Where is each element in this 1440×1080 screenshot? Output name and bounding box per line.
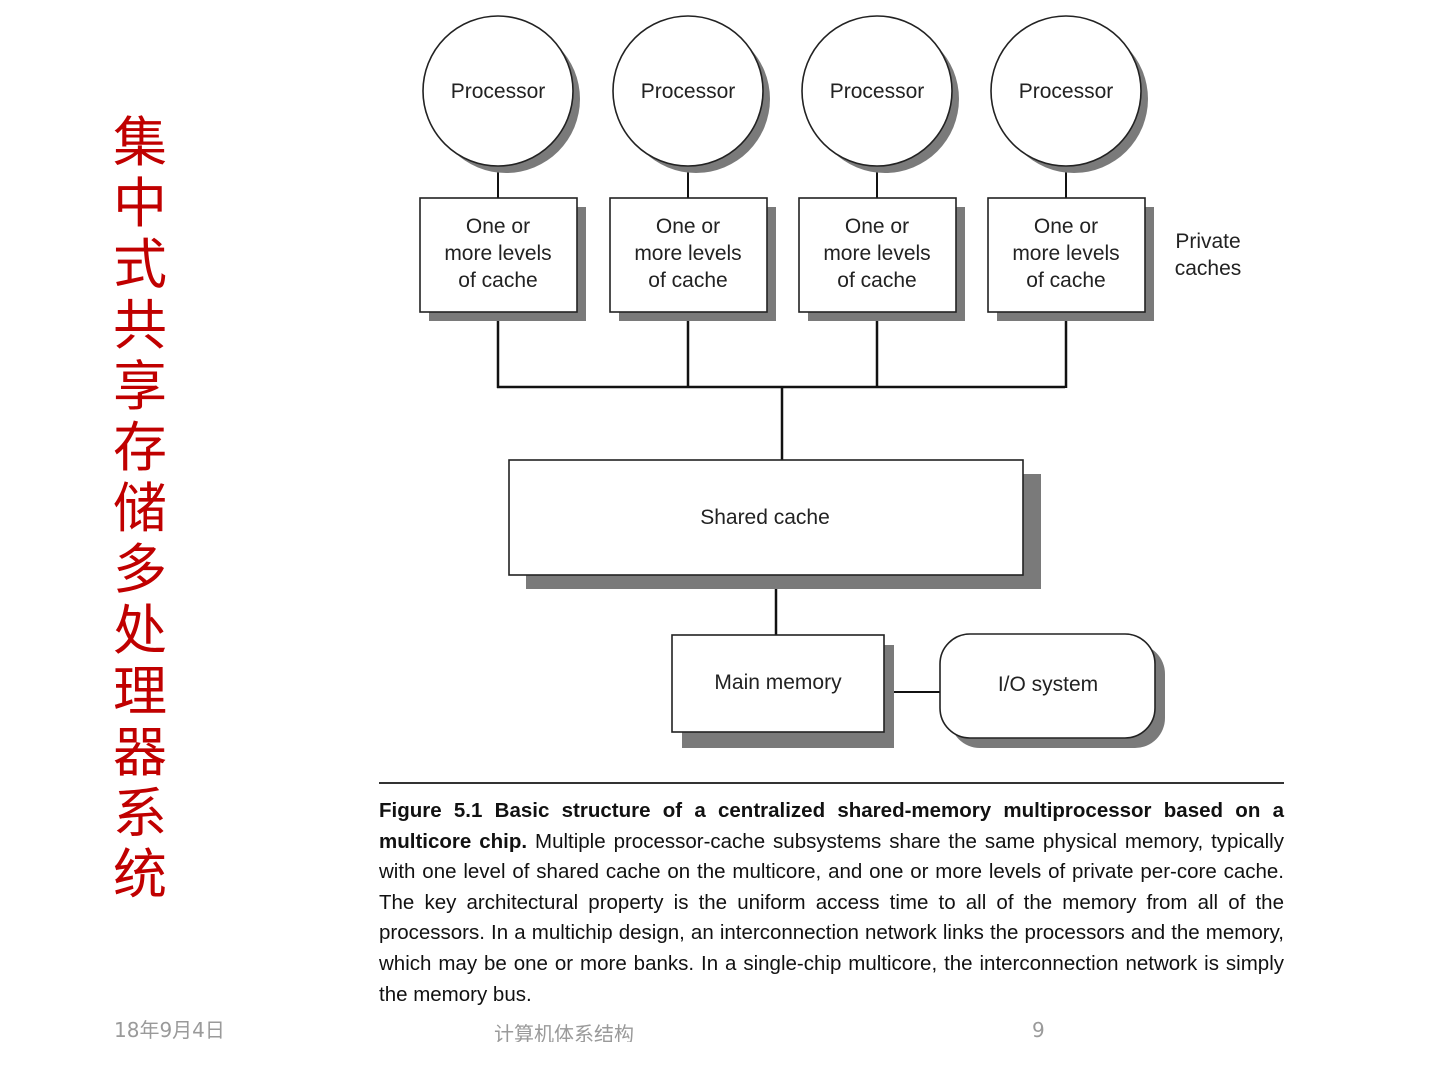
private-cache-label: One or <box>466 215 530 238</box>
processor-label: Processor <box>641 80 736 103</box>
private-cache-box <box>419 197 578 313</box>
processor-label: Processor <box>830 80 925 103</box>
io-system-box <box>939 633 1156 739</box>
processor-node <box>422 15 574 167</box>
title-char: 共 <box>113 294 167 357</box>
title-char: 理 <box>113 660 167 723</box>
title-char: 统 <box>113 843 167 906</box>
slide-title: 集中式共享存储多处理器系统 <box>108 112 172 905</box>
processor-label: Processor <box>451 80 546 103</box>
title-char: 器 <box>113 721 167 784</box>
processor-node <box>801 15 953 167</box>
multiprocessor-diagram: Processor Processor Processor ProcessorOne … <box>419 15 1242 748</box>
private-cache-label: One or <box>656 215 720 238</box>
main-memory-label: Main memory <box>714 671 842 694</box>
private-cache-label: of cache <box>648 269 727 292</box>
processor-node <box>990 15 1142 167</box>
private-caches-label: Private <box>1175 230 1240 253</box>
private-cache-label: One or <box>1034 215 1098 238</box>
title-char: 集 <box>113 111 167 174</box>
io-system-label: I/O system <box>998 673 1098 696</box>
private-cache-box <box>798 197 957 313</box>
title-char: 中 <box>113 172 167 235</box>
title-char: 多 <box>113 538 167 601</box>
private-cache-label: more levels <box>823 242 930 265</box>
private-cache-label: more levels <box>1012 242 1119 265</box>
caption-lead: Figure 5.1 Basic structure of a centrali… <box>379 799 1284 853</box>
title-char: 系 <box>113 782 167 845</box>
private-cache-label: more levels <box>444 242 551 265</box>
caption-rule <box>379 782 1284 784</box>
title-char: 式 <box>113 233 167 296</box>
title-char: 储 <box>113 477 167 540</box>
private-cache-box <box>987 197 1146 313</box>
private-cache-label: One or <box>845 215 909 238</box>
private-cache-label: of cache <box>837 269 916 292</box>
title-char: 处 <box>113 599 167 662</box>
title-char: 存 <box>113 416 167 479</box>
private-cache-box <box>609 197 768 313</box>
footer-page-number: 9 <box>1032 1018 1045 1040</box>
processor-label: Processor <box>1019 80 1114 103</box>
shared-cache-box <box>508 459 1024 576</box>
footer-course: 计算机体系结构 <box>494 1022 634 1042</box>
main-memory-box <box>671 634 885 733</box>
figure-caption: Figure 5.1 Basic structure of a centrali… <box>379 796 1284 1010</box>
title-char: 享 <box>113 355 167 418</box>
footer-date: 18年9月4日 <box>114 1018 225 1042</box>
private-caches-label: caches <box>1175 257 1242 280</box>
processor-node <box>612 15 764 167</box>
caption-body: Multiple processor-cache subsystems shar… <box>379 829 1284 1006</box>
private-cache-label: of cache <box>458 269 537 292</box>
private-cache-label: more levels <box>634 242 741 265</box>
private-cache-label: of cache <box>1026 269 1105 292</box>
shared-cache-label: Shared cache <box>700 506 830 529</box>
